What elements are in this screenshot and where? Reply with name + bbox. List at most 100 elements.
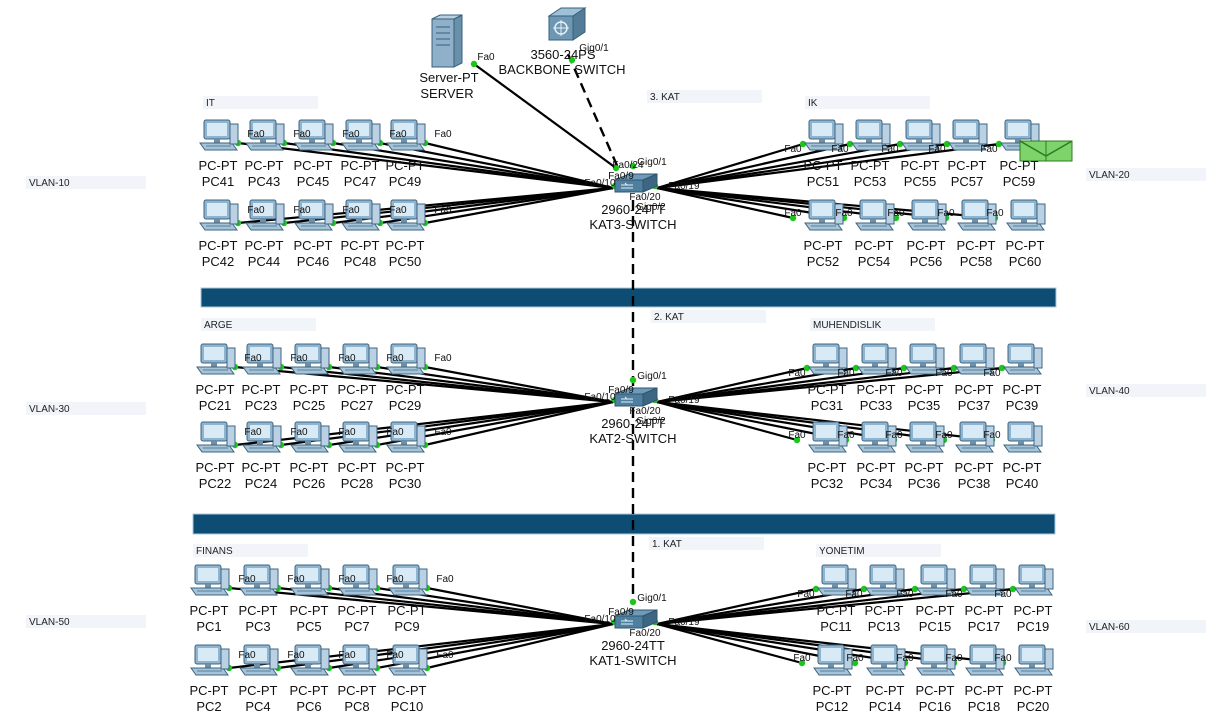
link-left_top-2-f2[interactable] xyxy=(328,365,614,404)
floor-label: 3. KAT xyxy=(650,92,680,103)
switch-port-fa020-label: Fa0/20 xyxy=(629,406,661,417)
pc-icon[interactable] xyxy=(196,421,236,453)
link-left_bottom-4-f3[interactable] xyxy=(424,186,614,225)
pc-icon[interactable] xyxy=(199,199,239,231)
pc-port-label: Fa0 xyxy=(290,427,308,438)
backbone-to-kat3-trunk[interactable] xyxy=(566,53,621,171)
pc-port-label: Fa0 xyxy=(293,205,311,216)
pc-name-label: PC26 xyxy=(293,476,326,491)
pdu-envelope-icon[interactable] xyxy=(1019,140,1073,162)
pc-model-label: PC-PT xyxy=(916,603,955,618)
pc-port-label: Fa0 xyxy=(983,430,1001,441)
kat3-fa024-dot xyxy=(612,164,620,172)
link-left_top-2-f1[interactable] xyxy=(328,586,614,626)
server-port-dot xyxy=(470,60,478,68)
link-left_top-2-f3[interactable] xyxy=(332,141,614,190)
pc-name-label: PC6 xyxy=(296,699,321,714)
pc-icon[interactable] xyxy=(1003,421,1043,453)
pc-model-label: PC-PT xyxy=(948,158,987,173)
pc-model-label: PC-PT xyxy=(1014,683,1053,698)
pc-model-label: PC-PT xyxy=(851,158,890,173)
pc-port-label: Fa0 xyxy=(881,144,899,155)
department-label-right: IK xyxy=(808,98,818,109)
link-right_bottom-0-f2[interactable] xyxy=(656,400,798,442)
link-right_top-0-f3[interactable] xyxy=(656,142,804,190)
link-left_top-4-f1[interactable] xyxy=(426,586,614,626)
link-right_top-0-f1[interactable] xyxy=(656,587,817,626)
backbone-name-label: BACKBONE SWITCH xyxy=(498,62,625,77)
pc-model-label: PC-PT xyxy=(245,158,284,173)
label-background xyxy=(26,615,146,628)
link-left_bottom-4-f2[interactable] xyxy=(424,400,614,447)
link-right_top-4-f3[interactable] xyxy=(656,142,1000,190)
department-label-left: IT xyxy=(206,98,215,109)
server-icon[interactable] xyxy=(431,14,463,68)
pc-name-label: PC7 xyxy=(344,619,369,634)
vlan-label-right: VLAN-40 xyxy=(1089,386,1130,397)
pc-name-label: PC52 xyxy=(807,254,840,269)
pc-port-label: Fa0 xyxy=(287,650,305,661)
pc-name-label: PC43 xyxy=(248,174,281,189)
pc-model-label: PC-PT xyxy=(817,603,856,618)
pc-port-label: Fa0 xyxy=(386,650,404,661)
pc-model-label: PC-PT xyxy=(865,603,904,618)
link-left_bottom-4-f1[interactable] xyxy=(426,622,614,670)
pc-port-label: Fa0 xyxy=(994,653,1012,664)
pc-port-label: Fa0 xyxy=(788,430,806,441)
pc-model-label: PC-PT xyxy=(338,460,377,475)
pc-name-label: PC60 xyxy=(1009,254,1042,269)
pc-port-label: Fa0 xyxy=(434,353,452,364)
pc-name-label: PC34 xyxy=(860,476,893,491)
pc-icon[interactable] xyxy=(1014,644,1054,676)
pc-name-label: PC49 xyxy=(389,174,422,189)
label-background xyxy=(810,318,935,331)
pc-icon[interactable] xyxy=(1014,564,1054,596)
pc-port-label: Fa0 xyxy=(797,589,815,600)
link-left_top-3-f3[interactable] xyxy=(379,141,614,190)
server-to-kat3-link[interactable] xyxy=(473,63,617,169)
link-right_top-2-f3[interactable] xyxy=(656,142,901,190)
vlan-label-left: VLAN-10 xyxy=(29,178,70,189)
link-left_bottom-1-f2[interactable] xyxy=(280,400,614,447)
label-background xyxy=(26,402,146,415)
link-left_top-4-f3[interactable] xyxy=(424,141,614,190)
pc-port-label: Fa0 xyxy=(994,589,1012,600)
gig01-dot xyxy=(629,162,637,170)
pc-port-label: Fa0 xyxy=(436,650,454,661)
pc-port-label: Fa0 xyxy=(793,653,811,664)
link-right_top-0-f2[interactable] xyxy=(656,366,808,404)
link-right_top-3-f3[interactable] xyxy=(656,142,948,190)
pc-model-label: PC-PT xyxy=(1000,158,1039,173)
pc-icon[interactable] xyxy=(1003,343,1043,375)
backbone-switch-icon[interactable] xyxy=(548,7,586,41)
pc-model-label: PC-PT xyxy=(190,683,229,698)
pc-model-label: PC-PT xyxy=(808,460,847,475)
link-left_top-4-f2[interactable] xyxy=(424,365,614,404)
link-right_top-1-f3[interactable] xyxy=(656,142,851,190)
pc-model-label: PC-PT xyxy=(386,238,425,253)
pc-port-label: Fa0 xyxy=(885,430,903,441)
pc-name-label: PC23 xyxy=(245,398,278,413)
pc-icon[interactable] xyxy=(1006,199,1046,231)
link-status-dot xyxy=(799,140,807,148)
pc-model-label: PC-PT xyxy=(905,382,944,397)
switch-port-gig01-label: Gig0/1 xyxy=(637,593,667,604)
pc-model-label: PC-PT xyxy=(1014,603,1053,618)
link-left_bottom-1-f1[interactable] xyxy=(277,622,614,670)
link-status-dot xyxy=(851,659,859,667)
link-left_top-1-f3[interactable] xyxy=(283,141,614,190)
switch-port-gig02-label: Gig0/2 xyxy=(636,416,666,427)
link-right_top-4-f2[interactable] xyxy=(656,366,1003,404)
pc-icon[interactable] xyxy=(199,119,239,151)
link-right_bottom-0-f3[interactable] xyxy=(656,186,794,220)
department-label-left: ARGE xyxy=(204,320,233,331)
label-background xyxy=(647,90,762,103)
vlan-label-left: VLAN-50 xyxy=(29,617,70,628)
pc-port-label: Fa0 xyxy=(342,205,360,216)
link-right_bottom-0-f1[interactable] xyxy=(656,622,803,665)
pc-icon[interactable] xyxy=(196,343,236,375)
pc-icon[interactable] xyxy=(190,644,230,676)
pc-icon[interactable] xyxy=(190,564,230,596)
switch-model-label: 2960-24TT xyxy=(601,202,665,217)
pc-name-label: PC28 xyxy=(341,476,374,491)
